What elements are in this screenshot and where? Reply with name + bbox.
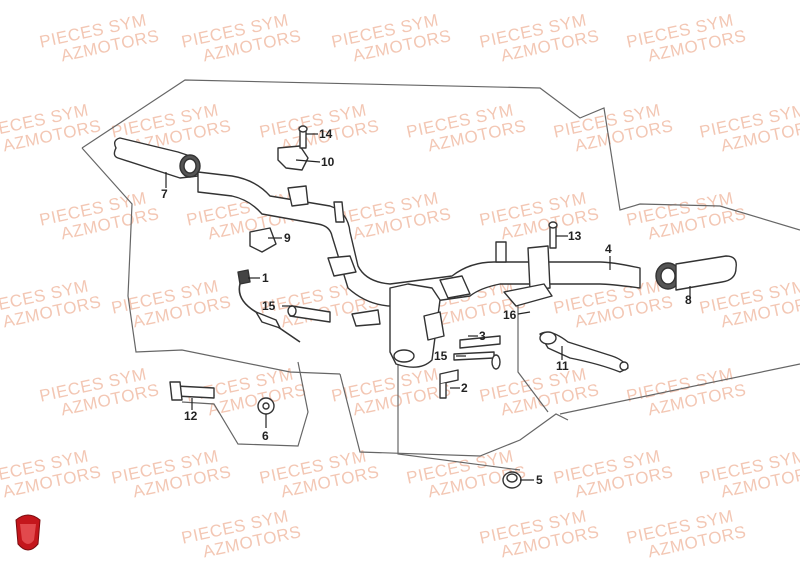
callout-14: 14 xyxy=(319,127,333,141)
callout-4: 4 xyxy=(605,242,612,256)
cable-end-1 xyxy=(237,269,251,285)
callout-8: 8 xyxy=(685,293,692,307)
bolt-2 xyxy=(439,369,459,385)
callout-1: 1 xyxy=(262,271,269,285)
callout-16: 16 xyxy=(503,308,517,322)
bracket-16 xyxy=(503,283,553,307)
azmotors-shield-logo xyxy=(15,514,41,551)
bracket-9 xyxy=(249,227,277,253)
callout-3: 3 xyxy=(479,329,486,343)
callout-15-left: 15 xyxy=(262,299,276,313)
left-grip xyxy=(113,137,201,179)
callout-13: 13 xyxy=(568,229,582,243)
callout-7: 7 xyxy=(161,187,168,201)
bracket-10 xyxy=(277,145,309,171)
callout-11: 11 xyxy=(556,359,569,373)
right-grip xyxy=(655,255,737,291)
bolt-3 xyxy=(459,335,501,349)
steering-stem xyxy=(389,283,441,368)
callout-10: 10 xyxy=(321,155,335,169)
callout-2: 2 xyxy=(461,381,468,395)
callout-15-right: 15 xyxy=(434,349,448,363)
callout-6: 6 xyxy=(262,429,269,443)
callout-9: 9 xyxy=(284,231,291,245)
callout-5: 5 xyxy=(536,473,543,487)
callout-12: 12 xyxy=(184,409,198,423)
screw-13 xyxy=(549,225,557,249)
